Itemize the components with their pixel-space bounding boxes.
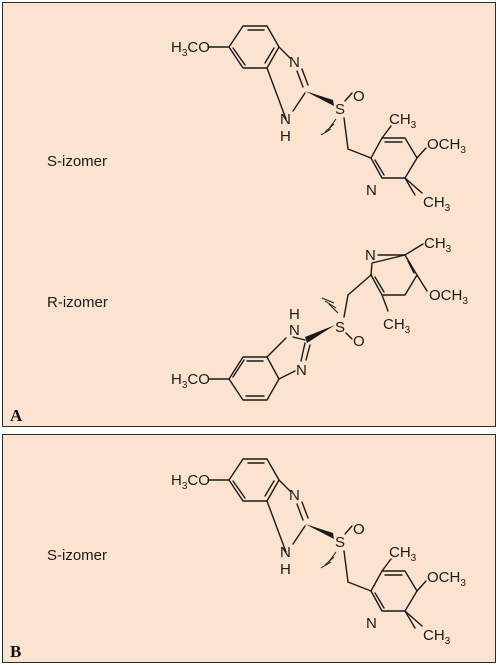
sulfur-label: S <box>335 534 345 551</box>
imidazole-n-label: N <box>289 54 300 71</box>
methyl-label: CH3 <box>423 627 451 647</box>
methyl-label: CH3 <box>383 316 411 336</box>
imidazole-h-label: H <box>289 306 300 323</box>
pyridine-n-label: N <box>366 615 377 632</box>
r-isomer-a-molecule: N CH3 OCH3 CH3 S O <box>171 235 468 401</box>
s-isomer-a-molecule: H3CO N N H S O <box>171 25 466 214</box>
methoxy-benz-label: H3CO <box>171 472 210 492</box>
oxygen-label: O <box>353 521 365 538</box>
structure-label-s-a: S-izomer <box>47 153 107 170</box>
oxygen-label: O <box>353 88 365 105</box>
structure-label-r-a: R-izomer <box>47 294 108 311</box>
methoxy-pyr-label: OCH3 <box>429 287 468 307</box>
imidazole-nh-label: N <box>280 111 291 128</box>
methyl-label: CH3 <box>423 194 451 214</box>
panel-a: S-izomer H3CO N N H S O <box>2 2 496 427</box>
imidazole-nh-label: N <box>289 322 300 339</box>
methyl-label: CH3 <box>424 235 452 255</box>
sulfur-label: S <box>335 319 345 336</box>
panel-b-diagram: S-izomer H3CO N N H S O <box>10 458 466 661</box>
imidazole-h-label: H <box>280 128 291 145</box>
methyl-label: CH3 <box>389 111 417 131</box>
structure-label-s-b: S-izomer <box>47 547 107 564</box>
panel-letter-a: A <box>10 406 23 425</box>
methoxy-pyr-label: OCH3 <box>427 569 466 589</box>
pyridine-n-label: N <box>365 247 376 264</box>
methyl-label: CH3 <box>389 544 417 564</box>
imidazole-n-label: N <box>296 362 307 379</box>
pyridine-n-label: N <box>366 182 377 199</box>
panel-a-diagram: S-izomer H3CO N N H S O <box>10 25 468 425</box>
s-isomer-b-molecule: H3CO N N H S O N <box>171 458 466 647</box>
methoxy-benz-label: H3CO <box>171 39 210 59</box>
panel-b: S-izomer H3CO N N H S O <box>2 434 496 663</box>
imidazole-h-label: H <box>280 561 291 578</box>
sulfur-label: S <box>335 101 345 118</box>
panel-letter-b: B <box>10 642 21 661</box>
imidazole-n-label: N <box>289 487 300 504</box>
oxygen-label: O <box>353 333 365 350</box>
imidazole-nh-label: N <box>280 544 291 561</box>
methoxy-pyr-label: OCH3 <box>427 136 466 156</box>
methoxy-benz-label: H3CO <box>171 371 210 391</box>
